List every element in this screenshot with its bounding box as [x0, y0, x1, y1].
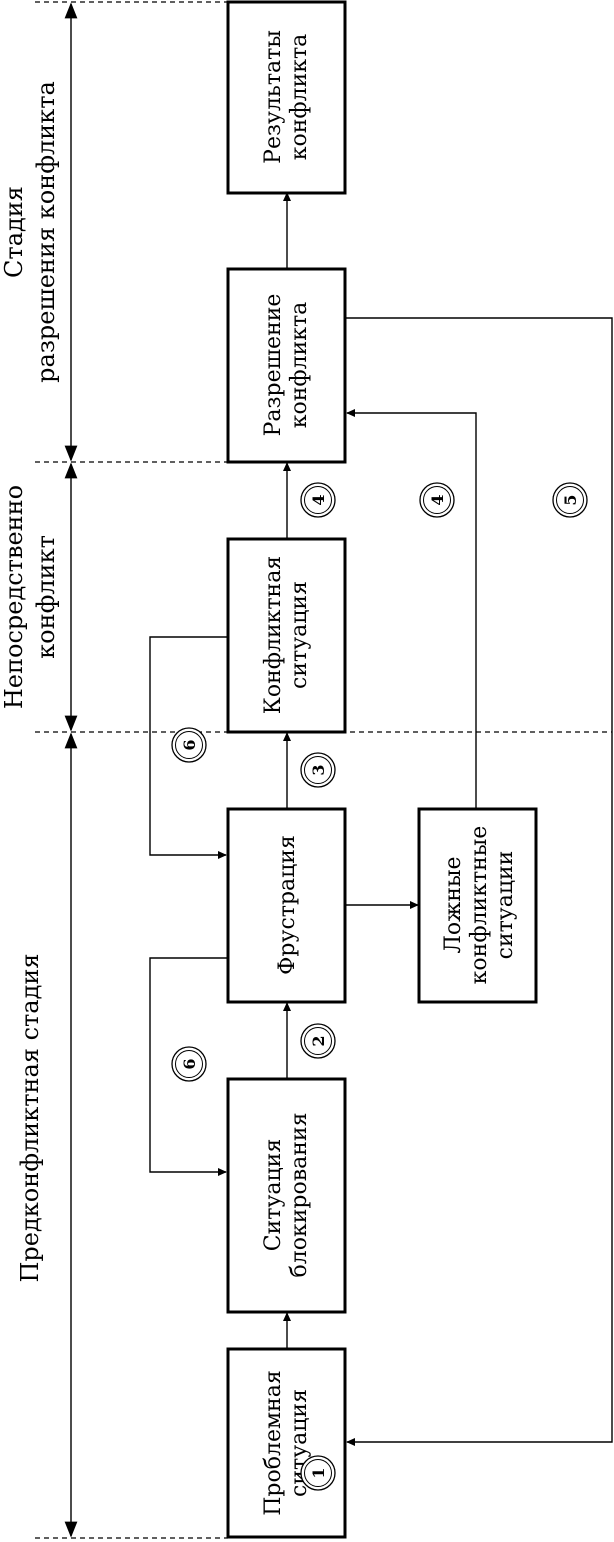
svg-text:конфликта: конфликта [287, 34, 312, 161]
label-false-conflict-situations: Ложные конфликтные ситуации [441, 826, 518, 985]
svg-text:Непосредственно: Непосредственно [0, 485, 28, 709]
label-conflict-resolution: Разрешение конфликта [261, 294, 312, 437]
svg-text:4: 4 [428, 494, 447, 505]
svg-text:Результаты: Результаты [261, 30, 286, 164]
box-conflict-resolution [226, 267, 347, 464]
svg-text:6: 6 [180, 739, 199, 750]
svg-text:5: 5 [561, 494, 580, 505]
svg-text:Фрустрация: Фрустрация [275, 835, 300, 975]
svg-text:блокирования: блокирования [287, 1113, 312, 1278]
box-false-conflict-situations [417, 807, 538, 1004]
stage-label-direct: Непосредственно конфликт [0, 485, 60, 709]
marker-1: 1 [300, 1455, 336, 1491]
svg-text:конфликтные: конфликтные [467, 826, 492, 985]
svg-text:6: 6 [180, 1058, 199, 1069]
label-blocking-situation: Ситуация блокирования [261, 1113, 312, 1278]
svg-text:1: 1 [309, 1467, 328, 1478]
box-conflict-situation [226, 537, 347, 734]
svg-text:Разрешение: Разрешение [261, 294, 286, 437]
svg-text:Стадия: Стадия [0, 186, 28, 278]
box-frustration [226, 807, 347, 1004]
svg-text:ситуации: ситуации [493, 851, 518, 960]
svg-text:Ситуация: Ситуация [261, 1139, 286, 1251]
svg-text:4: 4 [309, 494, 328, 505]
svg-text:Предконфликтная стадия: Предконфликтная стадия [16, 953, 44, 1282]
stage-label-resolution: Стадия разрешения конфликта [0, 81, 60, 383]
svg-text:конфликт: конфликт [32, 535, 60, 659]
box-problem-situation [226, 1347, 347, 1539]
svg-text:2: 2 [309, 1035, 328, 1046]
box-blocking-situation [226, 1077, 347, 1314]
marker-3: 3 [300, 752, 336, 788]
label-conflict-results: Результаты конфликта [261, 30, 312, 164]
svg-text:3: 3 [309, 764, 328, 775]
arrow-conflict-situation-loop-to-frustration [149, 636, 228, 860]
arrow-resolution-back-to-problem [346, 317, 613, 1447]
arrow-frustration-loop-to-blocking [149, 957, 228, 1177]
marker-2: 2 [300, 1023, 336, 1059]
marker-6-lower: 6 [171, 1046, 207, 1082]
stage-label-preconflict: Предконфликтная стадия [16, 953, 44, 1282]
svg-text:ситуация: ситуация [287, 581, 312, 689]
arrow-false-situations-to-resolution [346, 408, 477, 808]
label-conflict-situation: Конфликтная ситуация [261, 556, 312, 714]
svg-text:Проблемная: Проблемная [261, 1370, 286, 1516]
svg-text:Ложные: Ложные [441, 856, 466, 953]
svg-text:конфликта: конфликта [287, 302, 312, 429]
svg-text:разрешения конфликта: разрешения конфликта [32, 81, 60, 383]
svg-text:Конфликтная: Конфликтная [261, 556, 286, 714]
label-frustration: Фрустрация [275, 835, 300, 975]
marker-5: 5 [552, 482, 588, 518]
marker-4-false: 4 [419, 482, 455, 518]
label-problem-situation: Проблемная ситуация [261, 1370, 312, 1516]
box-conflict-results [226, 0, 347, 195]
marker-4-direct: 4 [300, 482, 336, 518]
marker-6-upper: 6 [171, 727, 207, 763]
